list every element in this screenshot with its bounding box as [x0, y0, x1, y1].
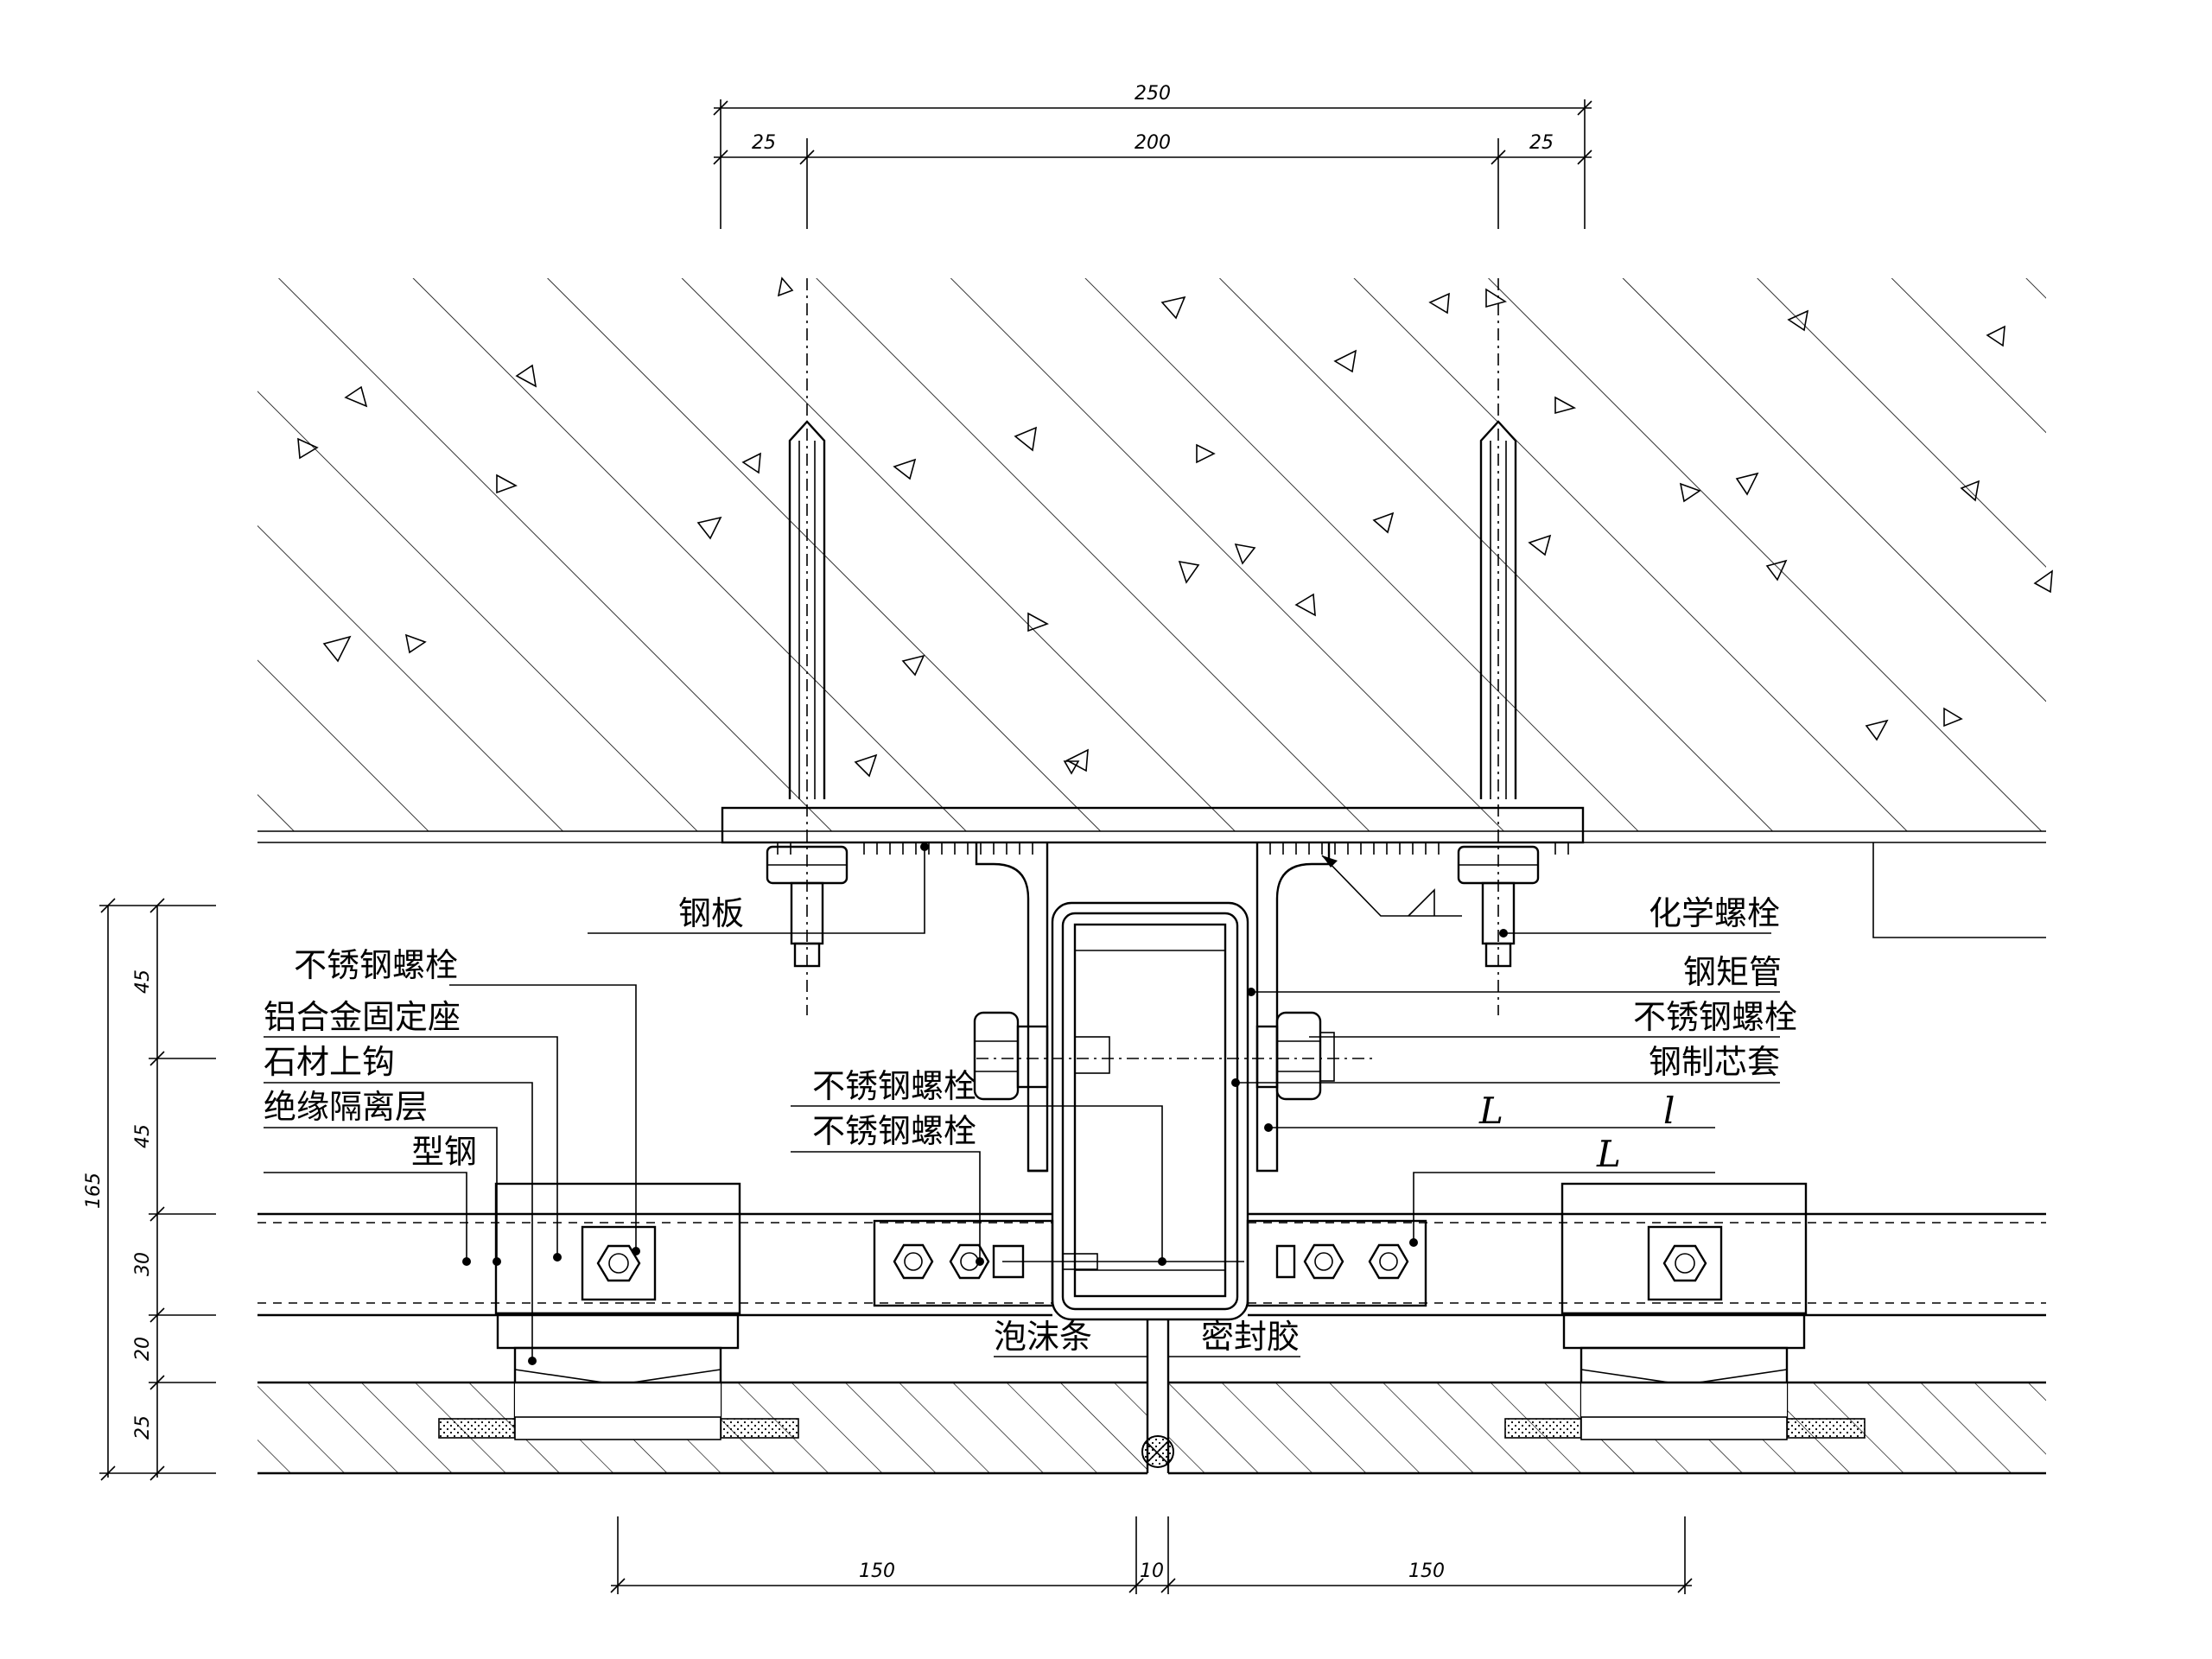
label-steel-sleeve: 钢制芯套 — [1649, 1043, 1780, 1081]
label-ss-bolt-mid-2: 不锈钢螺栓 — [812, 1112, 976, 1150]
dim-top-left: 25 — [752, 132, 776, 154]
label-angle-2: l — [1663, 1090, 1675, 1132]
label-foam-strip: 泡沫条 — [994, 1318, 1092, 1356]
dim-left-5: 25 — [132, 1415, 154, 1440]
bracket-bolt — [973, 1011, 1335, 1101]
stone-panel-right — [1166, 1381, 2046, 1475]
dimension-left — [99, 898, 216, 1481]
dimension-top — [713, 99, 1592, 229]
section-bolts — [893, 1243, 1409, 1280]
label-ss-bolt-right: 不锈钢螺栓 — [1633, 998, 1797, 1036]
center-lines — [806, 278, 1499, 1059]
steel-tube — [1051, 901, 1249, 1321]
slab-leader — [1872, 842, 2046, 938]
label-ss-bolt-mid-1: 不锈钢螺栓 — [812, 1067, 976, 1105]
hex-nut — [1275, 1244, 1296, 1279]
hex-nut — [992, 1244, 1025, 1279]
hex-nut — [1303, 1243, 1344, 1280]
dimension-bottom — [610, 1516, 1693, 1594]
chemical-anchor-left — [766, 420, 849, 968]
label-ss-bolt-left-top: 不锈钢螺栓 — [294, 946, 458, 984]
weld-symbol — [1321, 855, 1462, 917]
dim-bottom-mid: 10 — [1140, 1560, 1164, 1582]
dim-top-mid: 200 — [1135, 132, 1171, 154]
label-steel-plate: 钢板 — [678, 894, 744, 932]
label-sealant: 密封胶 — [1201, 1318, 1300, 1356]
label-steel-tube: 钢矩管 — [1683, 953, 1782, 991]
dim-left-1: 45 — [132, 969, 154, 994]
label-insulation: 绝缘隔离层 — [264, 1088, 428, 1126]
aggregate-triangles — [297, 276, 2053, 778]
label-angle-3: L — [1596, 1133, 1621, 1175]
label-stone-hook: 石材上钩 — [264, 1043, 395, 1081]
steel-plate — [721, 806, 1585, 855]
label-section-steel: 型钢 — [411, 1133, 477, 1171]
joint-foam-sealant — [1141, 1319, 1174, 1468]
hex-nut — [1368, 1243, 1409, 1280]
section-steel — [257, 1212, 2046, 1317]
dim-left-4: 20 — [132, 1337, 154, 1361]
dim-bottom-left: 150 — [859, 1560, 895, 1582]
dim-left-2: 45 — [132, 1124, 154, 1148]
label-angle-1: L — [1478, 1090, 1503, 1132]
leaders — [264, 842, 1780, 1365]
label-chemical-bolt: 化学螺栓 — [1649, 894, 1780, 932]
bracket — [975, 842, 1331, 1173]
label-alu-seat: 铝合金固定座 — [264, 998, 461, 1036]
chemical-anchor-right — [1457, 420, 1540, 968]
dim-left-total: 165 — [83, 1173, 105, 1209]
hex-nut — [893, 1243, 934, 1280]
dim-top-total: 250 — [1135, 83, 1171, 105]
concrete-slab — [257, 276, 2053, 843]
dim-top-right: 25 — [1529, 132, 1554, 154]
dim-bottom-right: 150 — [1408, 1560, 1445, 1582]
dim-left-3: 30 — [132, 1252, 154, 1276]
stone-panel-left — [257, 1381, 1149, 1475]
